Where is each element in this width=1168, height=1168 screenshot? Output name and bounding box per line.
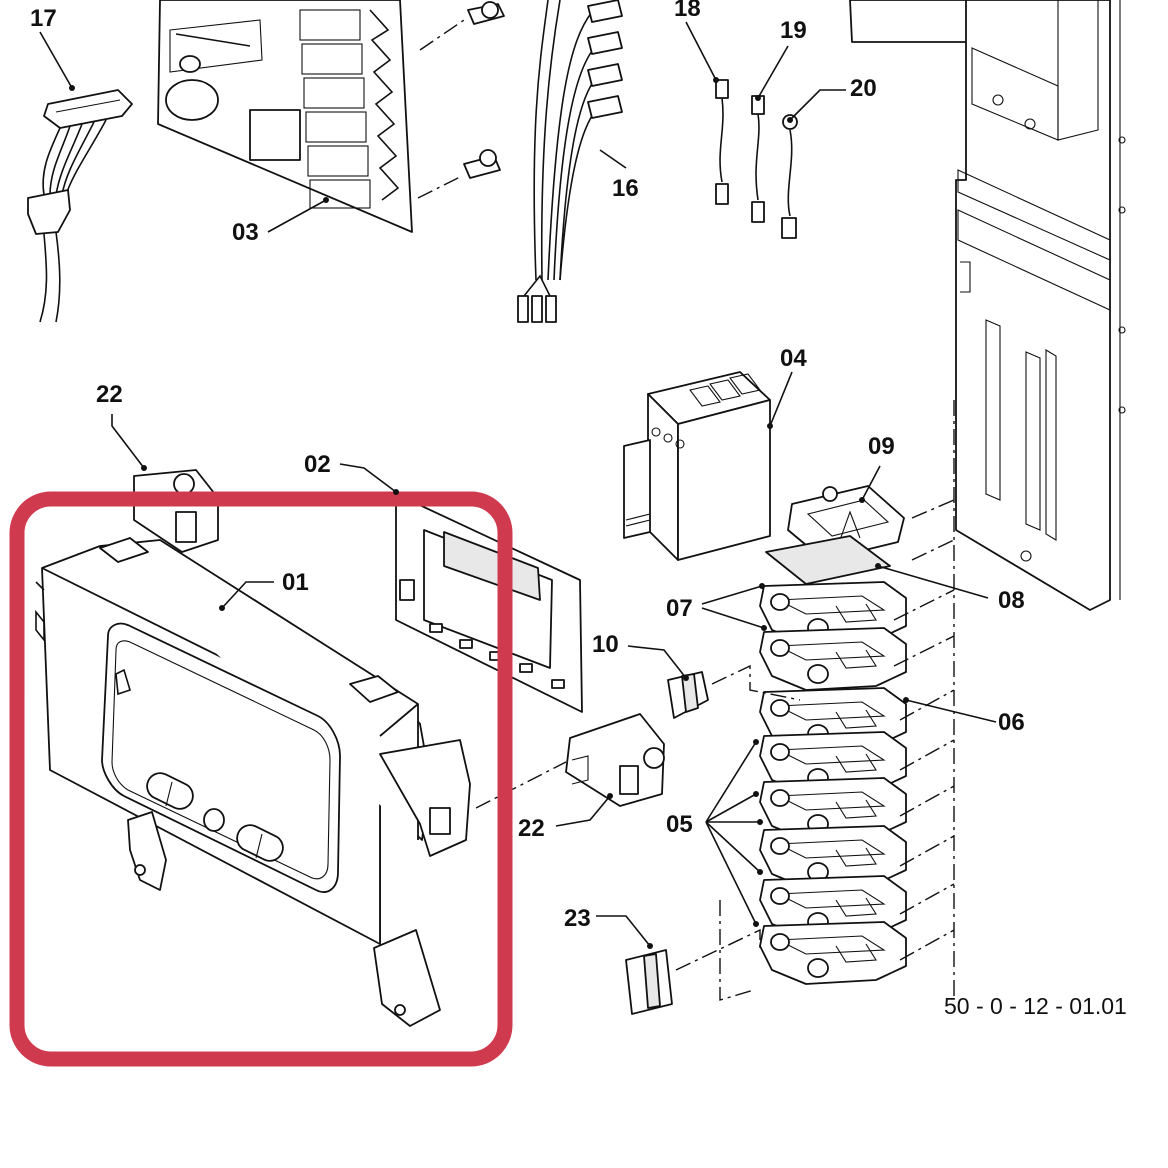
drawing-reference: 50 - 0 - 12 - 01.01 <box>944 993 1127 1019</box>
callout-10: 10 <box>592 631 619 658</box>
right-chassis-frame <box>849 0 1126 611</box>
part-10-end-stop <box>667 664 801 719</box>
part-16-wiring-loom <box>517 0 623 323</box>
callout-16: 16 <box>612 175 639 202</box>
callout-03: 03 <box>232 219 259 246</box>
callout-06: 06 <box>998 709 1025 736</box>
callout-04: 04 <box>780 345 807 372</box>
part-17-wire-harness <box>27 89 133 323</box>
callout-07: 07 <box>666 595 693 622</box>
part-22-clip-left <box>133 469 219 553</box>
callout-18: 18 <box>674 0 701 22</box>
parts-18-19-20-sensors <box>715 79 798 239</box>
callout-09: 09 <box>868 433 895 460</box>
callout-19: 19 <box>780 17 807 44</box>
part-22-clip-right <box>475 713 665 809</box>
callout-20: 20 <box>850 75 877 102</box>
callout-08: 08 <box>998 587 1025 614</box>
part-03-control-board <box>157 0 413 233</box>
leader-lines <box>39 21 997 947</box>
callout-17: 17 <box>30 5 57 32</box>
highlight-frame-part-01 <box>9 491 513 1067</box>
part-04-contactor <box>623 371 771 561</box>
leader-dots <box>69 77 909 949</box>
board-clips <box>417 1 505 199</box>
parts-05-06-07-terminal-stack <box>759 400 955 1000</box>
callout-02: 02 <box>304 451 331 478</box>
callout-22-left: 22 <box>96 381 123 408</box>
part-23-end-stop <box>625 900 761 1015</box>
part-08-label-plate <box>765 535 891 585</box>
callout-23: 23 <box>564 905 591 932</box>
part-01-control-panel <box>35 537 471 1027</box>
callout-05: 05 <box>666 811 693 838</box>
callout-01: 01 <box>282 569 309 596</box>
part-02-display-board <box>395 493 583 713</box>
callout-22-right: 22 <box>518 815 545 842</box>
